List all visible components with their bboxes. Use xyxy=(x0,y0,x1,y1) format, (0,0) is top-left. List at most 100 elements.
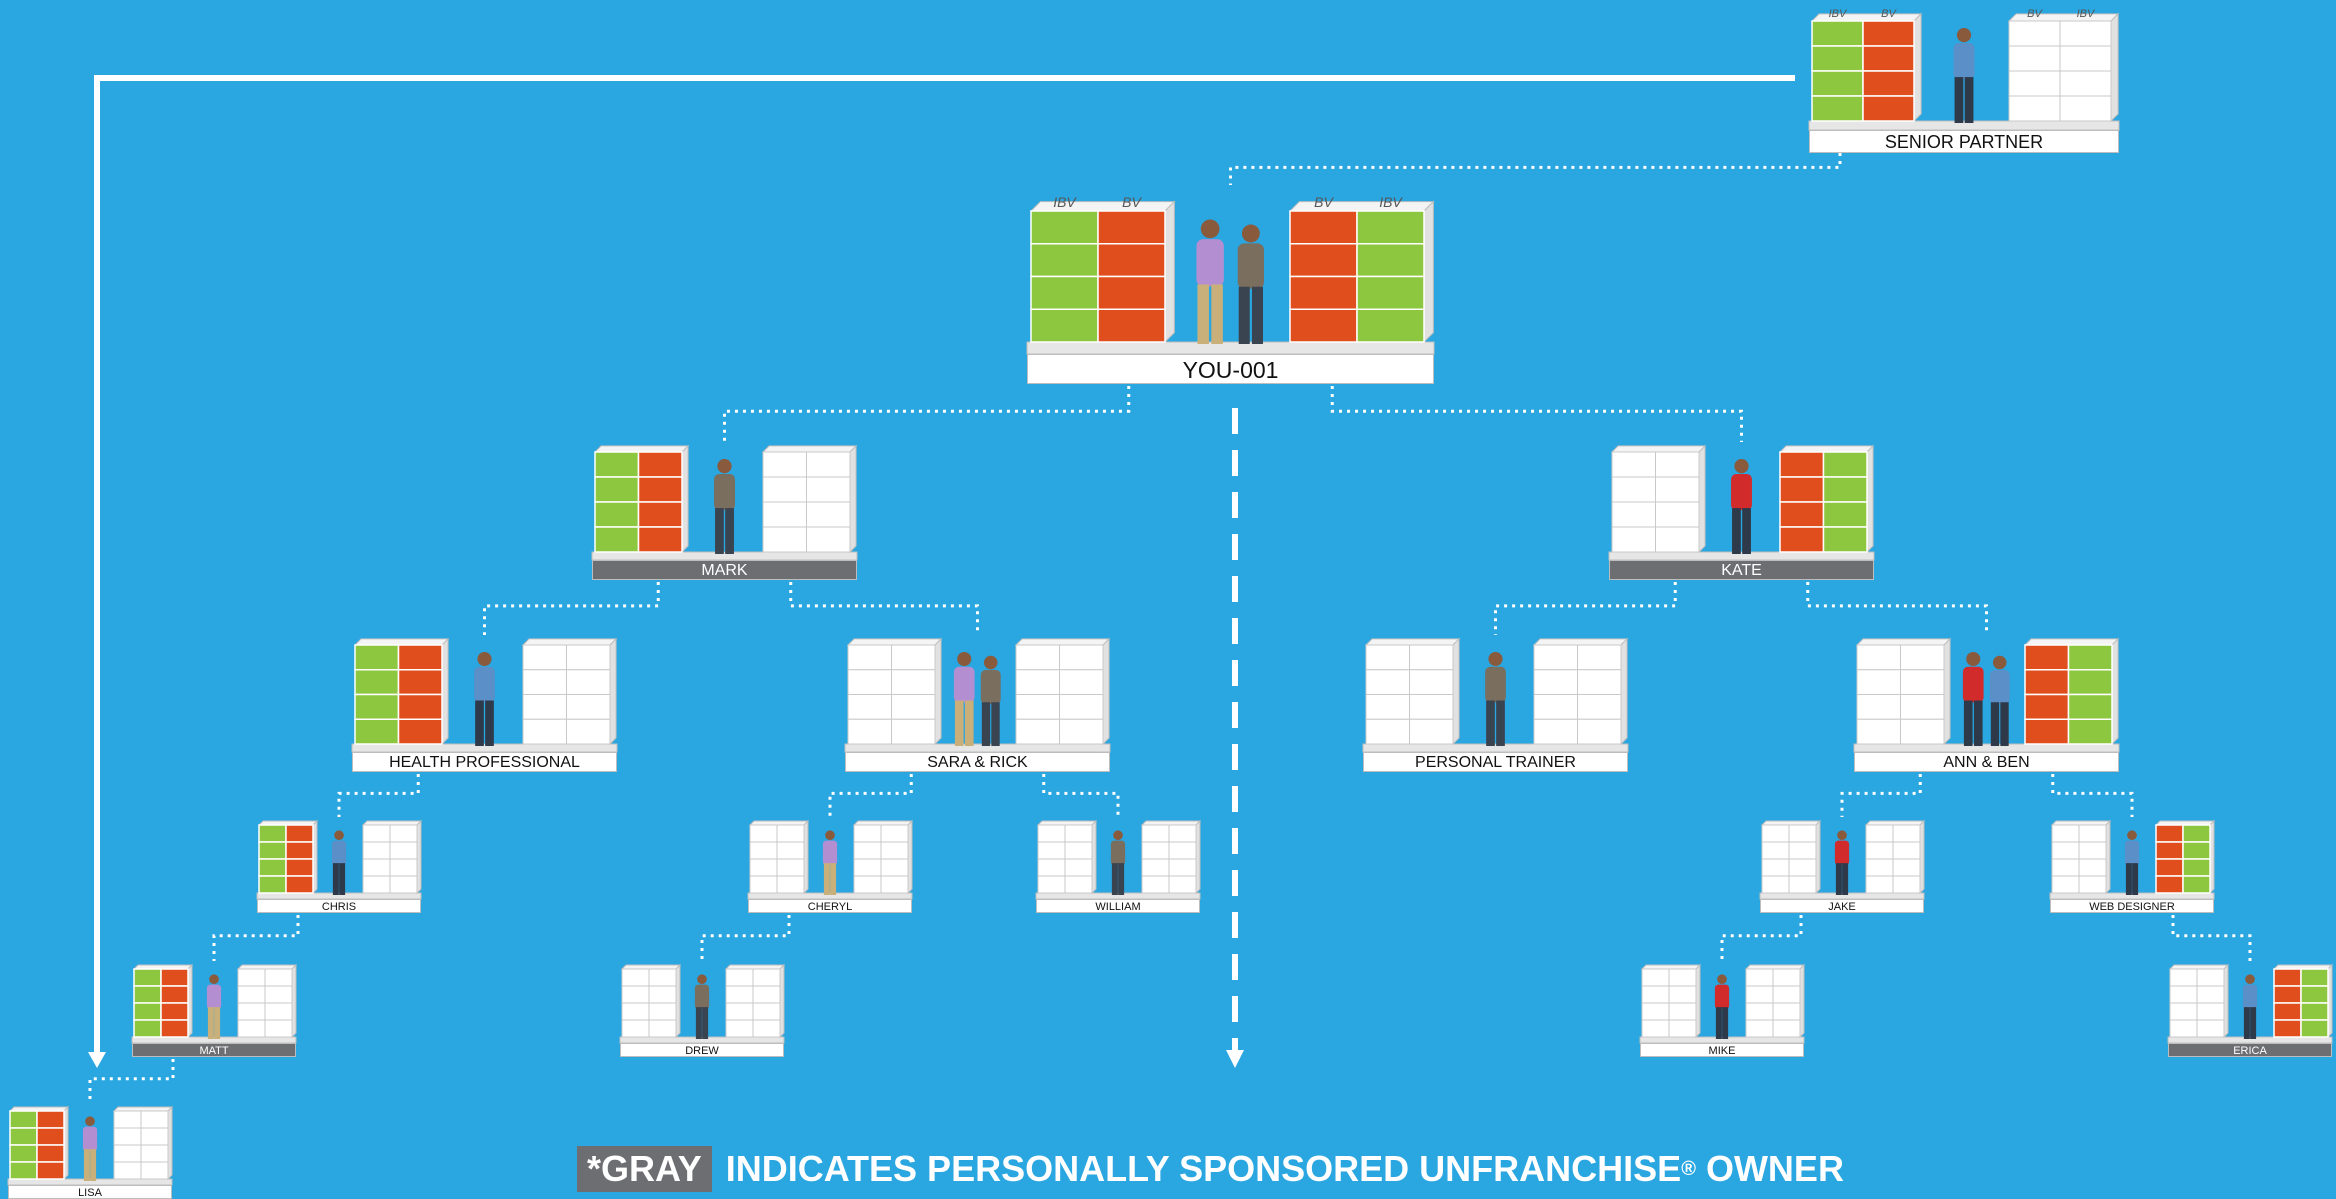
ibv-volume-cell xyxy=(1811,45,1864,72)
empty-volume-cell xyxy=(2169,1002,2198,1021)
empty-volume-cell xyxy=(1168,824,1197,843)
empty-volume-cell xyxy=(880,824,909,843)
empty-volume-cell xyxy=(853,841,882,860)
empty-volume-cell xyxy=(566,644,611,671)
empty-volume-cell xyxy=(1668,968,1697,987)
bv-volume-cell xyxy=(397,718,443,745)
empty-volume-cell xyxy=(648,1019,677,1038)
empty-volume-cell xyxy=(2051,875,2080,894)
william-right-volume-stack xyxy=(1140,819,1202,895)
stack-top xyxy=(1364,638,1461,646)
head xyxy=(477,651,492,667)
empty-volume-cell xyxy=(1655,476,1700,503)
cheryl-person-icon xyxy=(822,830,838,895)
node-annben: ANN & BEN xyxy=(1853,637,2120,772)
sponsor-link-sara-william xyxy=(1042,774,1120,817)
node-matt: MATT xyxy=(131,963,298,1057)
empty-volume-cell xyxy=(237,1002,266,1021)
empty-volume-cell xyxy=(2196,1002,2225,1021)
platform xyxy=(591,551,858,561)
drew-figure xyxy=(619,963,786,1044)
empty-volume-cell xyxy=(522,644,567,671)
empty-volume-cell xyxy=(762,501,807,528)
stack-top xyxy=(2050,820,2112,826)
ibv-volume-cell xyxy=(133,985,162,1004)
empty-volume-cell xyxy=(113,1144,142,1163)
empty-volume-cell xyxy=(725,1019,754,1038)
empty-volume-cell xyxy=(648,968,677,987)
matt-right-volume-stack xyxy=(236,963,298,1039)
stack-side xyxy=(779,963,785,1039)
ibv-volume-cell xyxy=(258,841,287,860)
head xyxy=(334,830,344,841)
bv-volume-cell xyxy=(1097,308,1166,343)
senior-right-volume-stack xyxy=(2007,12,2120,123)
ibv-volume-cell xyxy=(1822,451,1868,478)
health-right-volume-stack xyxy=(521,637,618,746)
empty-volume-cell xyxy=(1037,841,1066,860)
you-person-icon xyxy=(1196,219,1224,344)
bv-volume-cell xyxy=(1862,20,1915,47)
empty-volume-cell xyxy=(880,841,909,860)
empty-volume-cell xyxy=(522,718,567,745)
stack-side xyxy=(681,444,689,554)
jake-name-label: JAKE xyxy=(1760,899,1924,913)
stack-side xyxy=(1102,637,1110,746)
stack-top xyxy=(846,638,943,646)
sponsor-link-health-chris xyxy=(337,774,420,817)
lisa-name-label: LISA xyxy=(8,1185,172,1199)
sponsor-link-annben-jake xyxy=(1840,774,1922,817)
sponsor-link-mark-sara xyxy=(789,582,979,635)
ibv-volume-cell xyxy=(2182,858,2211,877)
empty-volume-cell xyxy=(648,985,677,1004)
head xyxy=(1488,651,1503,667)
bv-volume-cell xyxy=(160,1002,189,1021)
leg xyxy=(2243,1007,2250,1039)
matt-person-icon xyxy=(206,974,222,1039)
bv-volume-cell xyxy=(1097,243,1166,278)
empty-volume-cell xyxy=(1577,718,1622,745)
node-sara: SARA & RICK xyxy=(844,637,1111,772)
annben-right-volume-stack xyxy=(2023,637,2120,746)
empty-volume-cell xyxy=(1856,718,1901,745)
senior-left-volume-stack xyxy=(1810,12,1923,123)
webdesigner-right-volume-stack xyxy=(2154,819,2216,895)
senior-to-lisa-arrow-line xyxy=(94,75,1795,1055)
stack-side xyxy=(1452,637,1460,746)
empty-volume-cell xyxy=(752,968,781,987)
lisa-left-volume-stack xyxy=(8,1105,70,1181)
leg xyxy=(981,702,991,746)
leg xyxy=(1211,284,1223,344)
empty-volume-cell xyxy=(2008,45,2061,72)
stack-side xyxy=(1913,12,1922,123)
bv-volume-cell xyxy=(397,669,443,696)
ibv-volume-cell xyxy=(2067,669,2113,696)
webdesigner-name-label: WEB DESIGNER xyxy=(2050,899,2214,913)
empty-volume-cell xyxy=(1761,875,1790,894)
stack-side xyxy=(291,963,297,1039)
leg xyxy=(1732,508,1741,554)
empty-volume-cell xyxy=(853,875,882,894)
empty-volume-cell xyxy=(891,694,936,720)
bv-volume-cell xyxy=(1097,275,1166,310)
torso xyxy=(2242,984,2258,1010)
you-right-volume-stack xyxy=(1288,200,1435,344)
bv-volume-cell xyxy=(1862,70,1915,97)
ibv-volume-cell xyxy=(9,1144,38,1163)
drew-person-icon xyxy=(694,974,710,1039)
empty-volume-cell xyxy=(1365,694,1410,720)
annben-name-label: ANN & BEN xyxy=(1854,752,2119,772)
stack-top xyxy=(852,820,914,826)
sponsor-link-senior-you xyxy=(1229,153,1842,185)
empty-volume-cell xyxy=(1064,824,1093,843)
sponsor-link-webdesigner-erica xyxy=(2171,915,2252,961)
head xyxy=(983,655,998,670)
empty-volume-cell xyxy=(1141,875,1170,894)
bv-volume-cell xyxy=(36,1110,65,1129)
leg xyxy=(1963,700,1973,746)
empty-volume-cell xyxy=(2078,841,2107,860)
stack-top xyxy=(353,638,450,646)
torso xyxy=(206,984,222,1010)
leg xyxy=(1742,508,1751,554)
leg xyxy=(1964,77,1974,123)
